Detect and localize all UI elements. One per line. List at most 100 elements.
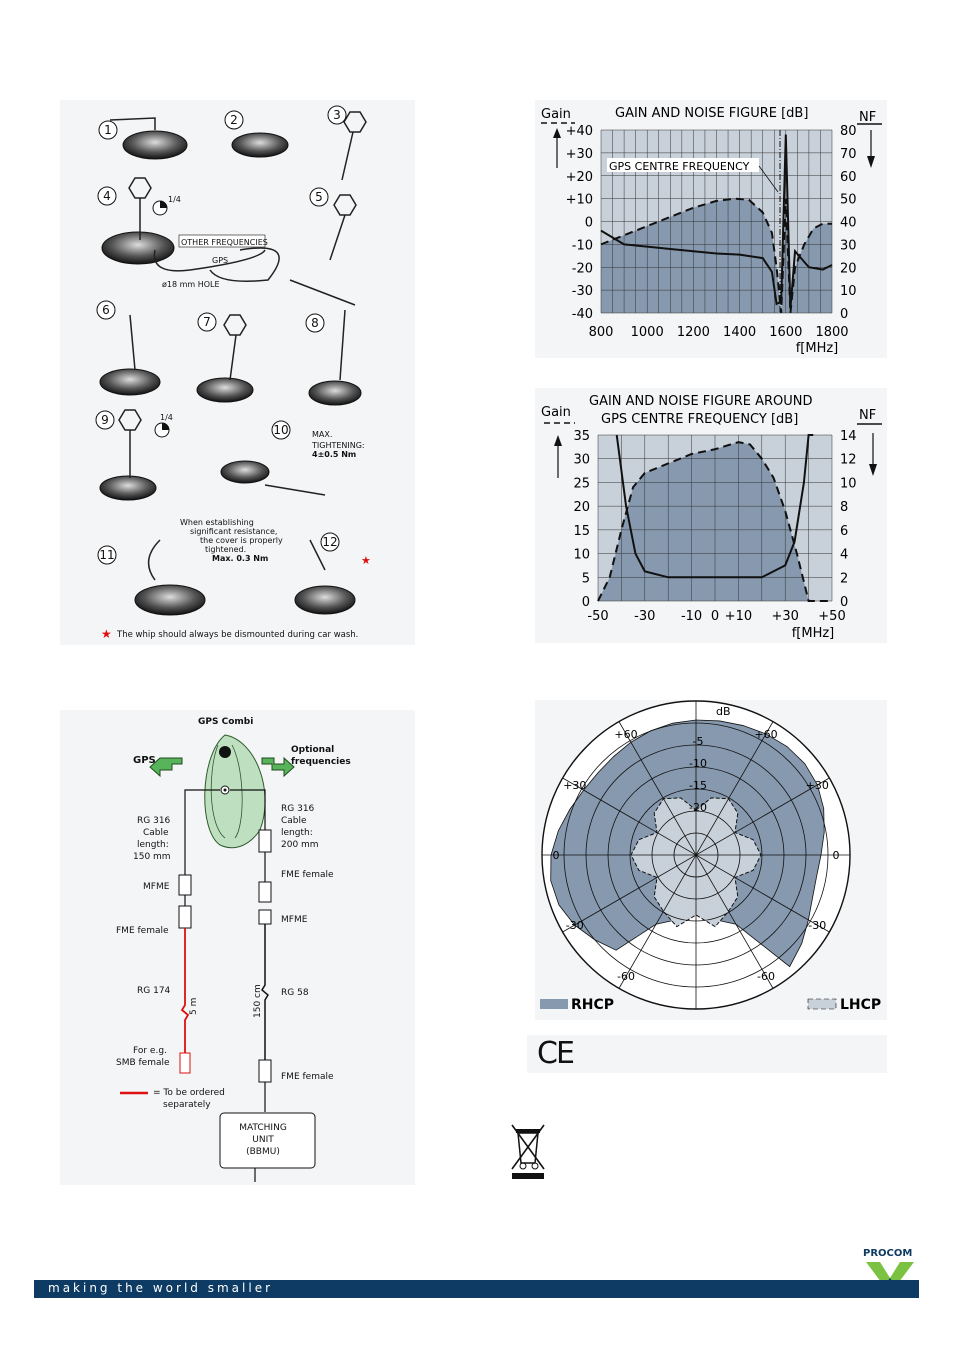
chart2-title-2: GPS CENTRE FREQUENCY [dB]: [601, 412, 798, 427]
gps-arrow-icon: [149, 757, 183, 778]
rg58-cable: [261, 924, 269, 1060]
antenna-base-12: [294, 585, 356, 615]
other-frequencies-label: OTHER FREQUENCIES: [181, 238, 268, 247]
len-5m: 5 m: [189, 998, 199, 1015]
chart1-y-left-tick: +30: [566, 147, 593, 162]
rg174-label: RG 174: [137, 986, 171, 996]
svg-text:12: 12: [322, 535, 337, 549]
antenna-base-11: [134, 584, 206, 616]
antenna-base-1: [122, 130, 188, 160]
len-150cm: 150 cm: [253, 984, 263, 1018]
lhcp-legend-label: LHCP: [840, 997, 881, 1013]
note11-line3: the cover is properly: [200, 536, 283, 545]
for-eg-2: SMB female: [116, 1058, 170, 1068]
rg174-cable: [180, 928, 190, 1055]
optional-line1: Optional: [291, 745, 334, 755]
gps-arrow-label: GPS: [133, 755, 156, 766]
right-cable-2: Cable: [281, 816, 307, 826]
chart2-x-tick: +50: [818, 609, 845, 624]
chart1-y-right-tick: 60: [840, 170, 857, 185]
step-1: 1: [98, 120, 118, 140]
polar-left-label: -30: [566, 919, 584, 932]
installation-panel: 1 2 3 4 5 6 7 8 9 10 11 12 1/4 1/4 OTHER…: [60, 100, 415, 645]
chart2-y-left-tick: 35: [573, 429, 590, 444]
chart2-y-left-tick: 10: [573, 548, 590, 563]
chart2-y-right-tick: 6: [840, 524, 848, 539]
optional-line2: frequencies: [291, 757, 351, 767]
matching-line3: (BBMU): [246, 1147, 280, 1157]
star-icon: ★: [361, 554, 371, 567]
antenna-base-8: [308, 380, 362, 406]
svg-text:9: 9: [101, 413, 109, 427]
matching-line2: UNIT: [252, 1135, 274, 1145]
step-2: 2: [224, 110, 244, 130]
wrenches-6-8: [129, 309, 346, 381]
step-12: 12: [320, 532, 340, 552]
chart2-y-left-tick: 25: [573, 476, 590, 491]
wiring-panel: GPS Combi GPS Optional frequencies RG 31…: [60, 710, 415, 1185]
polar-right-label: 0: [833, 849, 840, 862]
star-icon-note: ★: [101, 627, 112, 641]
chart2-x-tick: +30: [771, 609, 798, 624]
chart1-annotation-leader: [758, 165, 779, 193]
chart2-gain-label: Gain: [541, 405, 571, 420]
svg-text:3: 3: [333, 108, 341, 122]
gps-combi-title: GPS Combi: [198, 717, 253, 727]
chart2-x-tick: +10: [725, 609, 752, 624]
step-7: 7: [197, 312, 217, 332]
chart2-y-right-tick: 2: [840, 571, 848, 586]
gain-nf-chart: Gain GAIN AND NOISE FIGURE [dB] NF GPS C…: [541, 106, 882, 356]
chart2-x-tick: -50: [587, 609, 608, 624]
quarter-label-b: 1/4: [160, 413, 173, 422]
max-label-1: MAX.: [312, 430, 332, 439]
mfme-right-top: [258, 881, 272, 903]
polar-pattern: -5-10-15-20dB+60+300-30-60+60+300-30-60R…: [540, 700, 881, 1013]
chart1-y-right-tick: 80: [840, 124, 857, 139]
chart2-y-left-tick: 5: [582, 571, 590, 586]
antenna-base-2: [231, 132, 289, 158]
chart-1-panel: Gain GAIN AND NOISE FIGURE [dB] NF GPS C…: [535, 100, 887, 358]
chart1-x-tick: 1200: [677, 325, 710, 340]
installation-drawing: 1 2 3 4 5 6 7 8 9 10 11 12 1/4 1/4 OTHER…: [95, 105, 371, 641]
rhcp-legend-label: RHCP: [571, 997, 614, 1013]
chart1-title: GAIN AND NOISE FIGURE [dB]: [615, 106, 808, 121]
chart1-annotation-bg: [607, 158, 759, 172]
max-label-3: 4±0.5 Nm: [312, 450, 356, 459]
antenna-base-7: [196, 377, 254, 403]
fme-female-bottom: FME female: [281, 1072, 334, 1082]
footer-slogan: making the world smaller: [48, 1281, 274, 1295]
antenna-top-view: [204, 734, 266, 849]
svg-text:7: 7: [203, 315, 211, 329]
chart2-y-left-tick: 20: [573, 500, 590, 515]
gps-centre-chart: Gain GAIN AND NOISE FIGURE AROUND GPS CE…: [541, 394, 882, 641]
weee-bin-icon: [511, 1124, 545, 1179]
gps-label: GPS: [212, 256, 228, 265]
note11-max: Max. 0.3 Nm: [212, 554, 268, 563]
chart1-x-tick: 1000: [631, 325, 664, 340]
fme-female-right: FME female: [281, 870, 334, 880]
left-cable-1: RG 316: [137, 816, 171, 826]
chart2-nf-line: [615, 434, 814, 579]
chart2-y-left-tick: 30: [573, 453, 590, 468]
allen-key-1: [109, 117, 156, 130]
step-10: 10: [271, 420, 291, 440]
step-4: 4: [97, 186, 117, 206]
chart2-y-right-tick: 4: [840, 548, 848, 563]
chart1-y-right-tick: 50: [840, 193, 857, 208]
svg-text:8: 8: [311, 316, 319, 330]
chart1-y-left-tick: -40: [572, 307, 593, 322]
chart1-y-right-tick: 40: [840, 216, 857, 231]
svg-text:6: 6: [102, 303, 110, 317]
wrench-3: [341, 111, 367, 181]
polar-ring-label: -10: [689, 757, 707, 770]
optional-arrow-icon: [261, 756, 295, 778]
mfme-left: MFME: [143, 882, 170, 892]
polar-right-label: +30: [806, 779, 829, 792]
chart2-y-right-tick: 10: [840, 476, 857, 491]
fme-right-connector: [258, 829, 272, 853]
chart1-y-left-tick: +40: [566, 124, 593, 139]
step-3: 3: [327, 105, 347, 125]
chart1-y-right-tick: 70: [840, 147, 857, 162]
rg58-label: RG 58: [281, 988, 309, 998]
